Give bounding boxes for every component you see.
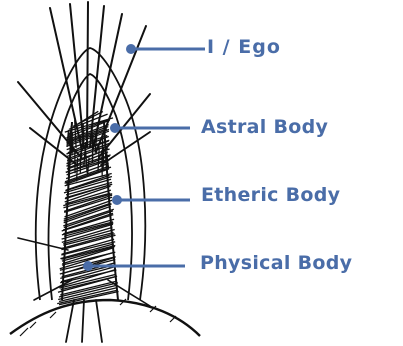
- label-physical-body: Physical Body: [200, 252, 352, 274]
- ground-mound: [10, 300, 200, 336]
- label-ego: I / Ego: [207, 36, 281, 58]
- pointer-etheric: [112, 195, 190, 205]
- label-astral-body: Astral Body: [201, 116, 328, 138]
- label-etheric-body: Etheric Body: [201, 184, 340, 206]
